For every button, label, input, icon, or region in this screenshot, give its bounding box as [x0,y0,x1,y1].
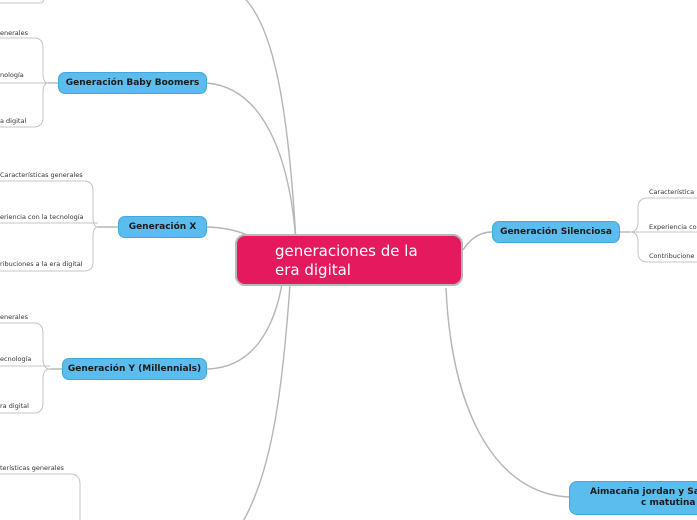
leaf-baby-boomers-caracteristicas[interactable]: enerales [0,29,28,37]
leaf-baby-boomers-tecnologia[interactable]: nología [0,71,24,79]
leaf-baby-boomers-contribuciones[interactable]: a digital [0,117,27,125]
connector-bottom-left [243,283,291,520]
leaf-silenciosa-caracteristicas[interactable]: Característica [649,188,695,196]
leaf-x-contribuciones[interactable]: ribuciones a la era digital [0,260,83,268]
leaf-x-caracteristicas[interactable]: Características generales [0,171,83,179]
connector-top-node [245,0,297,243]
connector-y [206,277,284,370]
leaf-bottom-left-caracteristicas[interactable]: terísticas generales [0,464,64,472]
leaf-y-contribuciones[interactable]: ra digital [0,402,29,410]
connector-silenciosa [462,231,493,251]
connector-top-leaf [0,0,45,4]
node-authors[interactable]: Aimacaña jordan y Sant c matutina [569,481,697,515]
connector-bottom-left-leaf [0,473,81,520]
connector-x-leaves [0,180,99,272]
node-generacion-silenciosa[interactable]: Generación Silenciosa [492,221,620,243]
central-topic-line1: generaciones de la [275,242,418,260]
node-generacion-y[interactable]: Generación Y (Millennials) [62,358,207,380]
central-topic-line2: era digital [275,261,351,279]
connector-baby-boomers [206,82,297,243]
node-label: Generación Silenciosa [500,227,612,237]
leaf-x-tecnologia[interactable]: eriencia con la tecnología [0,213,84,221]
node-generacion-x[interactable]: Generación X [118,216,207,238]
leaf-silenciosa-contribuciones[interactable]: Contribucione [649,252,695,260]
node-label: Generación Baby Boomers [65,78,200,88]
connector-authors [445,287,570,498]
node-label: Generación X [128,222,197,232]
leaf-y-tecnologia[interactable]: ecnología [0,355,32,363]
central-topic[interactable]: generaciones de la era digital [235,234,463,286]
authors-line1: Aimacaña jordan y Sant [590,487,697,497]
node-label: Generación Y (Millennials) [67,364,202,374]
authors-line2: c matutina [641,498,696,508]
node-generacion-baby-boomers[interactable]: Generación Baby Boomers [58,72,207,94]
leaf-silenciosa-experiencia[interactable]: Experiencia co [649,223,697,231]
leaf-y-caracteristicas[interactable]: enerales [0,313,28,321]
connector-y-leaves [0,322,51,414]
